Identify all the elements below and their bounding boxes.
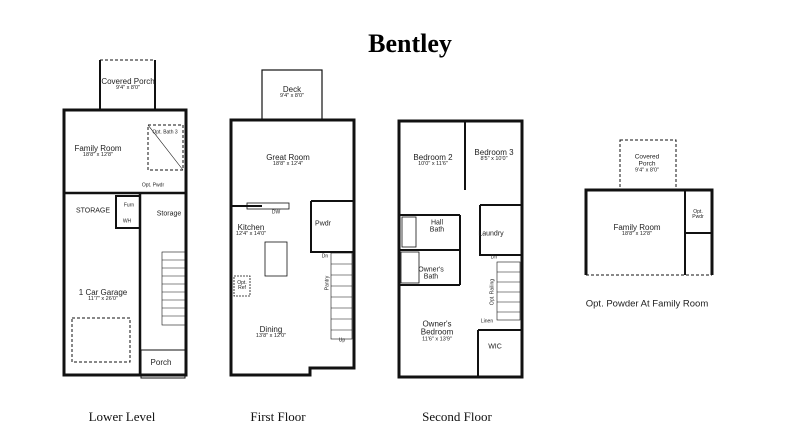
second-dn-label: Dn [490, 254, 498, 261]
first-floor-caption: First Floor [250, 409, 306, 424]
pantry-label: Pantry [324, 275, 331, 291]
hall-bath-label: Hall Bath [429, 219, 445, 234]
opt-railing-label: Opt. Railing [489, 278, 496, 306]
plan-title: Bentley [368, 29, 452, 58]
laundry-label: Laundry [478, 230, 504, 238]
storage-label: Storage [156, 210, 182, 218]
first-up-label: Up [338, 337, 346, 344]
wic-label: WIC [488, 343, 502, 351]
first-dn-label: Dn [321, 253, 329, 260]
linen-label: Linen [480, 318, 494, 325]
furnace-label: Furn [123, 202, 135, 209]
owners-bath-label: Owner's Bath [418, 266, 444, 281]
storage-main-label: STORAGE [75, 207, 111, 215]
option-opt-pwdr-label: Opt. Pwdr [692, 208, 704, 220]
option-caption: Opt. Powder At Family Room [585, 298, 709, 310]
lower-level-caption: Lower Level [88, 409, 156, 424]
lower-level-plan [62, 59, 188, 379]
second-floor-caption: Second Floor [422, 409, 492, 424]
optional-powder-plan [584, 139, 714, 276]
opt-pwdr-label: Opt. Pwdr [141, 182, 165, 189]
dishwasher-label: DW [271, 209, 281, 216]
porch-label: Porch [150, 357, 172, 367]
opt-ref-label: Opt. Ref [237, 279, 247, 291]
opt-bath-label: Opt. Bath 3 [152, 129, 178, 136]
water-heater-label: WH [122, 218, 132, 225]
powder-label: Pwdr [315, 220, 331, 228]
second-floor-plan [397, 119, 524, 379]
first-floor-plan [229, 69, 356, 377]
